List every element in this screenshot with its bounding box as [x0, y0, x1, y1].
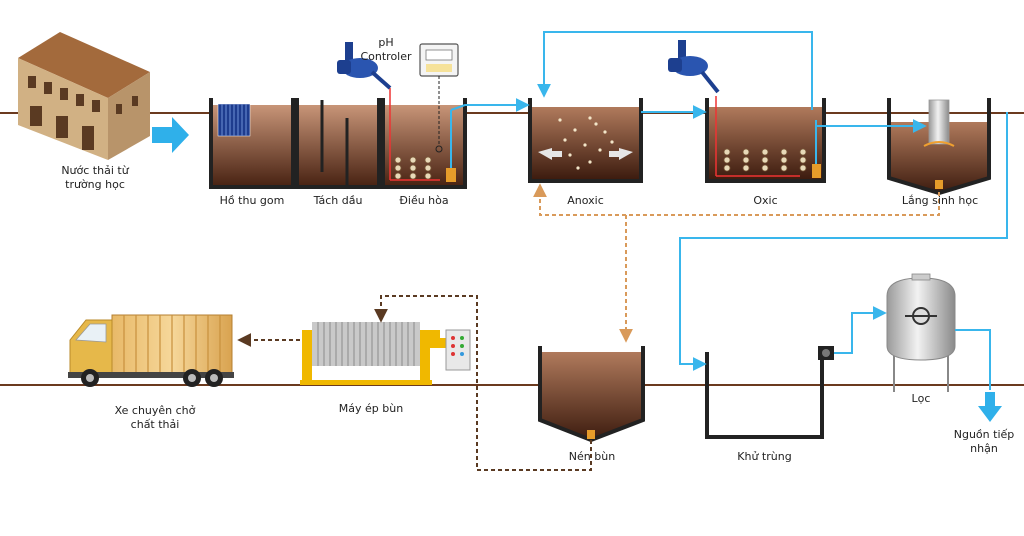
air-blower-icon: [337, 42, 392, 90]
filter-press-icon: [300, 322, 471, 385]
sludge-thickener-tank: [538, 346, 645, 443]
sludge-line-return-to-anoxic: [533, 183, 626, 216]
label-sludge-thickener: Nén bùn: [568, 450, 616, 463]
anoxic-tank: [528, 98, 643, 183]
label-filter: Lọc: [911, 392, 931, 405]
flow-line-equalization-to-anoxic: [450, 98, 530, 112]
flow-line-disinfection-to-filter: [834, 306, 887, 354]
label-oil-separator: Tách dầu: [313, 194, 363, 207]
air-blower-icon: [668, 40, 720, 94]
oxic-tank: [705, 96, 826, 183]
flow-line-recirculation: [537, 31, 813, 110]
label-settling: Lắng sinh học: [901, 194, 979, 207]
oil-separator-tank: [295, 98, 381, 189]
outlet-arrow-icon: [978, 392, 1002, 422]
settling-tank: [887, 98, 991, 196]
ph-controller-icon: [419, 43, 459, 153]
label-collection-tank: Hồ thu gom: [219, 194, 285, 207]
truck-icon: [68, 314, 234, 387]
label-anoxic: Anoxic: [567, 194, 604, 207]
label-equalization: Điều hòa: [399, 194, 449, 207]
flow-line-settling-to-disinfection: [679, 112, 1008, 371]
equalization-tank: [381, 88, 467, 189]
disinfection-tank: [705, 346, 834, 439]
collection-tank: [209, 98, 295, 189]
flow-line-filter-to-receiving: [955, 329, 991, 390]
pressure-filter-icon: [886, 273, 956, 392]
label-disinfection: Khử trùng: [737, 450, 792, 463]
inlet-arrow-icon: [152, 117, 189, 153]
label-filter-press: Máy ép bùn: [338, 402, 404, 415]
sludge-line-thickener-to-press: [374, 295, 592, 471]
label-oxic: Oxic: [753, 194, 778, 207]
school-building-icon: [18, 32, 150, 160]
